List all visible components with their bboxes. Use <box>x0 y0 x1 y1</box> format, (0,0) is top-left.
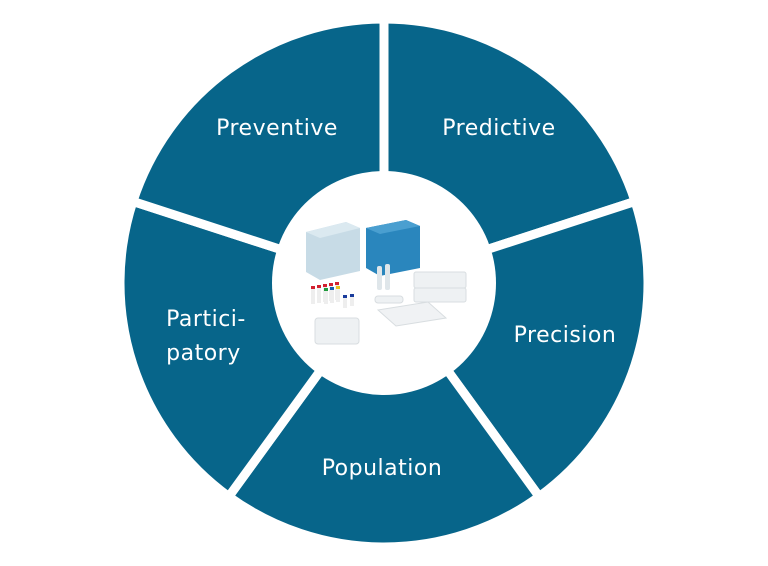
segment-label-population: Population <box>321 456 443 481</box>
segment-label-predictive: Predictive <box>442 116 556 141</box>
segment-label-preventive: Preventive <box>216 116 338 141</box>
product-kit-image <box>306 220 467 345</box>
segment-label-participatory: Partici- patory <box>166 307 246 366</box>
segment-label-precision: Precision <box>513 323 617 348</box>
